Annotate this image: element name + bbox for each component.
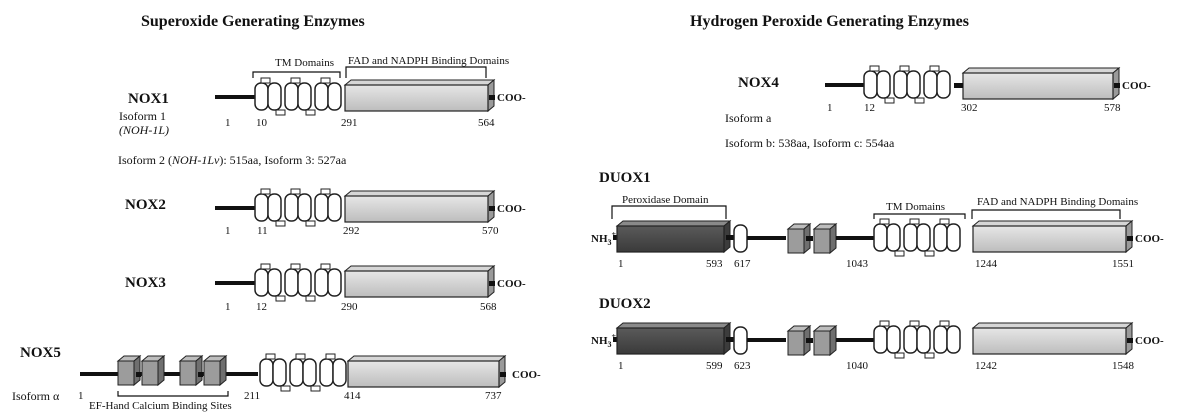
nox1-isoform1: Isoform 1 [119, 109, 166, 123]
nox4-diagram: NOX4 COO- 1 12 302 578 Isoform a Isofor [725, 65, 1151, 150]
nox1-fad-label: FAD and NADPH Binding Domains [348, 55, 509, 67]
nox2-label: NOX2 [125, 197, 166, 213]
nox1-diagram: NOX1 Isoform 1 (NOH-1L) COO- TM Domains … [118, 55, 526, 167]
duox2-pos-3: 623 [734, 360, 751, 372]
nox5-tm-domains [259, 353, 347, 392]
nox1-tm-label: TM Domains [275, 57, 334, 69]
nox1-tm-domains [254, 77, 342, 116]
nox1-label: NOX1 [128, 91, 169, 107]
nox2-pos-4: 570 [482, 225, 499, 237]
nox4-isoform-bc: Isoform b: 538aa, Isoform c: 554aa [725, 136, 895, 150]
duox2-label: DUOX2 [599, 296, 651, 312]
nox1-fad-box [343, 78, 496, 113]
duox2-pos-2: 599 [706, 360, 723, 372]
nox4-isoform-a: Isoform a [725, 111, 772, 125]
nox4-fad-box [961, 66, 1121, 101]
nox4-pos-1: 1 [827, 102, 833, 114]
duox2-pos-5: 1242 [975, 360, 997, 372]
nox4-tm-domains [863, 65, 951, 104]
nox5-pos-2: 211 [244, 390, 260, 402]
nox1-isoform1-code: (NOH-1L) [119, 123, 169, 137]
nox5-ef-label: EF-Hand Calcium Binding Sites [89, 400, 232, 412]
nox1-pos-3: 291 [341, 117, 358, 129]
duox1-coo: COO- [1135, 233, 1164, 245]
nox3-diagram: NOX3 COO- 1 12 290 568 [125, 263, 526, 313]
nox3-fad-box [343, 264, 496, 299]
duox2-ef-hand-boxes [786, 324, 838, 357]
duox2-fad-box [971, 321, 1134, 356]
nox5-isoform: Isoform α [12, 389, 60, 403]
duox1-fad-box [971, 219, 1134, 254]
nox2-diagram: NOX2 COO- 1 11 292 570 [125, 188, 526, 237]
nox4-pos-4: 578 [1104, 102, 1121, 114]
duox1-ef-hand-boxes [786, 222, 838, 255]
nox5-label: NOX5 [20, 345, 61, 361]
nox2-fad-box [343, 189, 496, 224]
duox2-pos-4: 1040 [846, 360, 869, 372]
nox5-coo: COO- [512, 369, 541, 381]
nox2-pos-3: 292 [343, 225, 360, 237]
nox1-pos-4: 564 [478, 117, 495, 129]
nox1-isoform-note: Isoform 2 (NOH-1Lv): 515aa, Isoform 3: 5… [118, 153, 347, 167]
nox3-pos-4: 568 [480, 301, 497, 313]
duox2-tm-domains [873, 320, 961, 359]
duox1-fad-label: FAD and NADPH Binding Domains [977, 196, 1138, 208]
nox4-coo: COO- [1122, 80, 1151, 92]
nox2-pos-2: 11 [257, 225, 268, 237]
duox1-pos-4: 1043 [846, 258, 869, 270]
duox1-diagram: DUOX1 NH3+ [591, 170, 1164, 270]
duox1-peroxidase-box [615, 219, 732, 254]
duox1-nh3: NH3+ [591, 230, 617, 247]
duox2-diagram: DUOX2 NH3+ [591, 296, 1164, 372]
nox2-coo: COO- [497, 203, 526, 215]
duox1-pos-6: 1551 [1112, 258, 1134, 270]
duox2-nh3: NH3+ [591, 332, 617, 349]
nox1-coo: COO- [497, 92, 526, 104]
nox4-pos-2: 12 [864, 102, 875, 114]
duox1-pos-3: 617 [734, 258, 751, 270]
nox3-pos-1: 1 [225, 301, 231, 313]
nox5-fad-box [346, 354, 507, 389]
duox1-pos-5: 1244 [975, 258, 998, 270]
nox3-tm-domains [254, 263, 342, 302]
nox3-label: NOX3 [125, 275, 166, 291]
nox4-pos-3: 302 [961, 102, 978, 114]
duox2-coo: COO- [1135, 335, 1164, 347]
nox3-pos-3: 290 [341, 301, 358, 313]
nox3-coo: COO- [497, 278, 526, 290]
nox5-pos-4: 737 [485, 390, 502, 402]
duox1-peroxidase-label: Peroxidase Domain [622, 194, 709, 206]
duox2-pos-1: 1 [618, 360, 624, 372]
nox1-pos-2: 10 [256, 117, 268, 129]
nox1-pos-1: 1 [225, 117, 231, 129]
duox1-label: DUOX1 [599, 170, 651, 186]
duox1-tm-domains [873, 218, 961, 257]
nox5-ef-hand-boxes [116, 354, 228, 387]
nox2-pos-1: 1 [225, 225, 231, 237]
nox5-diagram: NOX5 Isoform α [12, 345, 541, 412]
duox1-pos-2: 593 [706, 258, 723, 270]
nox3-pos-2: 12 [256, 301, 267, 313]
superoxide-title: Superoxide Generating Enzymes [141, 13, 365, 30]
peroxide-title: Hydrogen Peroxide Generating Enzymes [690, 13, 969, 30]
duox2-pos-6: 1548 [1112, 360, 1135, 372]
nox2-tm-domains [254, 188, 342, 227]
duox1-pos-1: 1 [618, 258, 624, 270]
duox2-peroxidase-box [615, 321, 732, 356]
duox1-tm-label: TM Domains [886, 201, 945, 213]
nox5-pos-3: 414 [344, 390, 361, 402]
nox5-pos-1: 1 [78, 390, 84, 402]
nox4-label: NOX4 [738, 75, 779, 91]
